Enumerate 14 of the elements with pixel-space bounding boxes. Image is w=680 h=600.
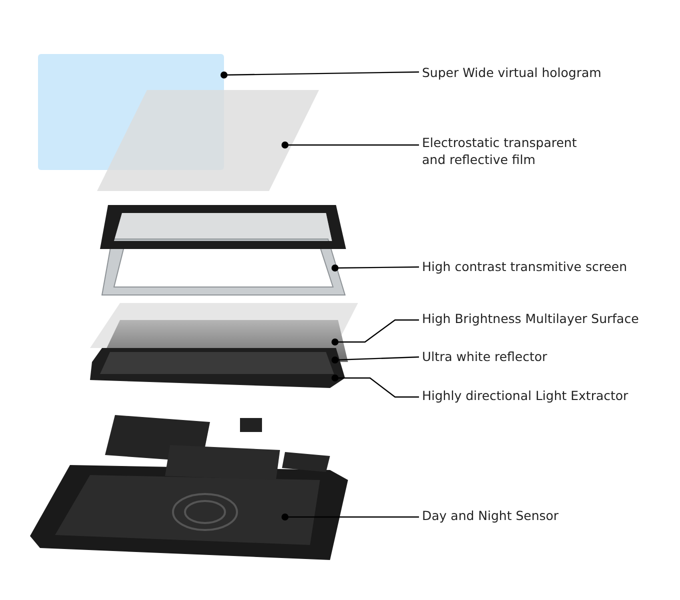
leader-line — [332, 356, 420, 364]
leader-line — [332, 374, 419, 398]
leader-line — [332, 319, 419, 346]
leader-line — [332, 264, 419, 272]
leader-line — [220, 71, 419, 78]
leader-line — [282, 514, 419, 520]
callout-label: High contrast transmitive screen — [422, 258, 672, 275]
callout-label: Day and Night Sensor — [422, 507, 672, 524]
callout-label: Highly directional Light Extractor — [422, 387, 672, 404]
leader-line — [282, 142, 419, 148]
callout-label: Ultra white reflector — [422, 348, 672, 365]
callout-label: Super Wide virtual hologram — [422, 64, 672, 81]
callout-label: Electrostatic transparent and reflective film — [422, 134, 600, 168]
callout-label: High Brightness Multilayer Surface — [422, 310, 672, 327]
